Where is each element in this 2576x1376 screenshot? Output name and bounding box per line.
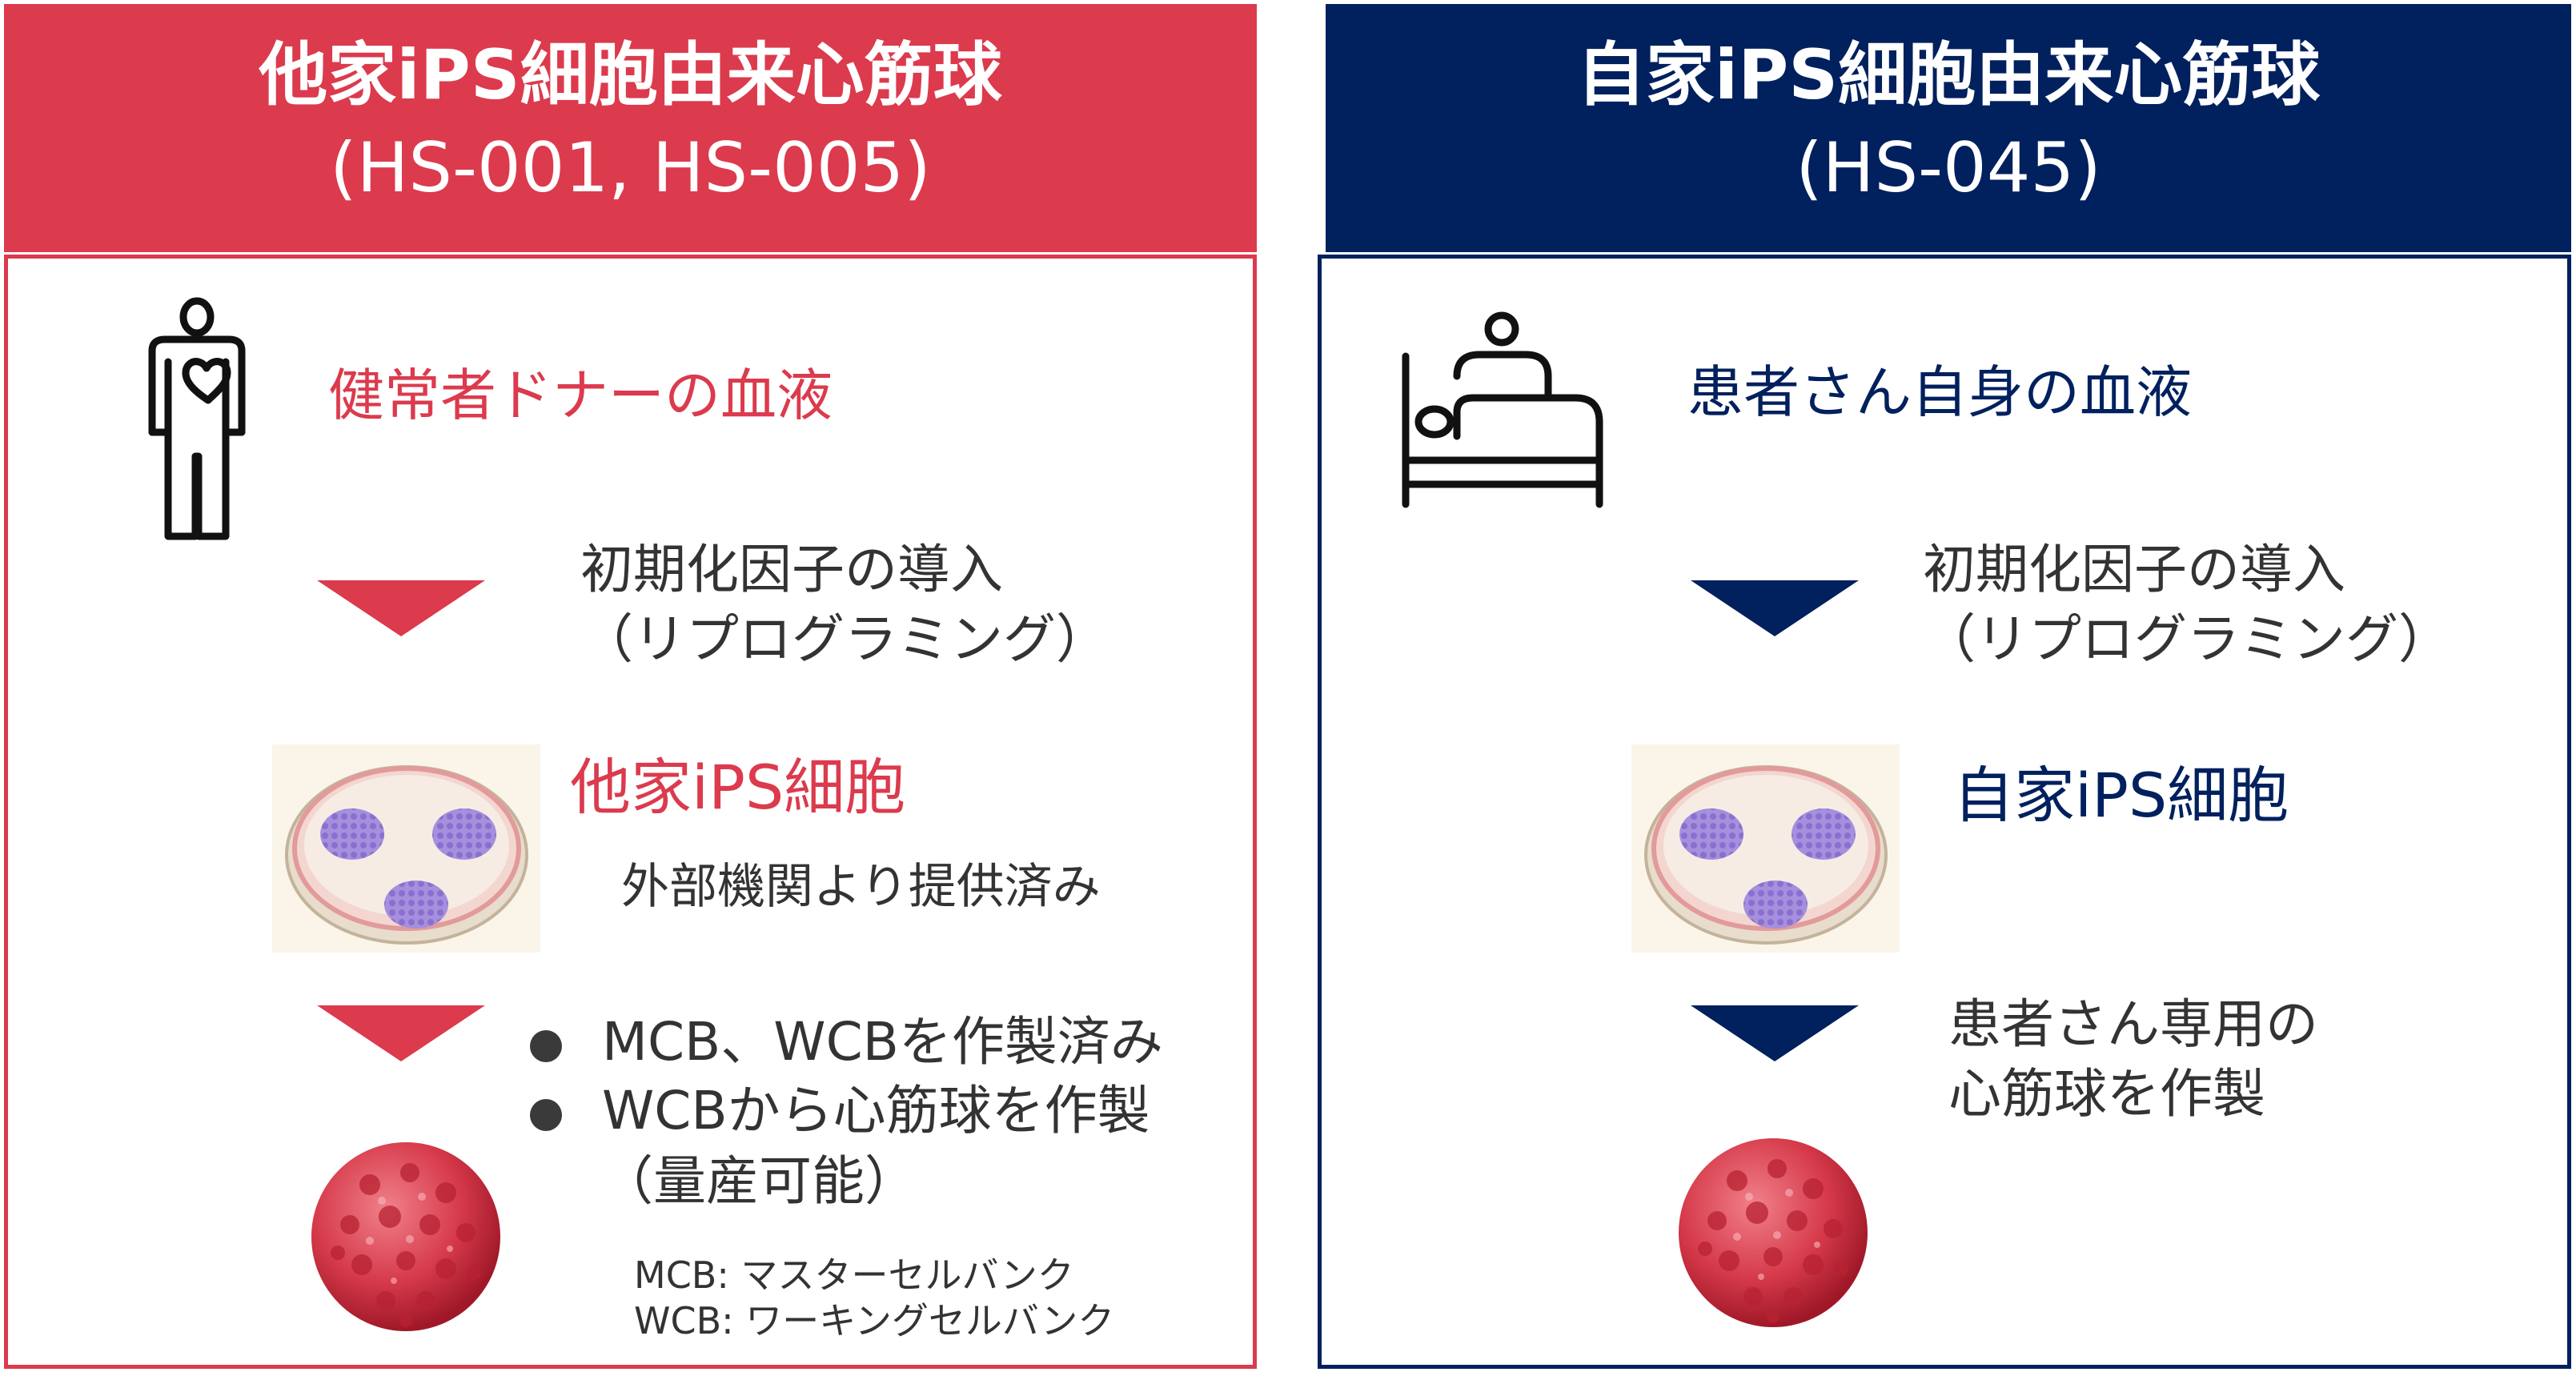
allogeneic-ips-label: 他家iPS細胞 [570,751,905,824]
autologous-header: 自家iPS細胞由来心筋球 (HS-045) [1326,4,2571,252]
reprogramming-line1: 初期化因子の導入 [1923,538,2451,601]
ips-cell-dish-icon [272,744,540,953]
footnote-wcb: WCB: ワーキングセルバンク [634,1299,1114,1343]
autologous-source-label: 患者さん自身の血液 [1687,359,2192,426]
bullet-mcb-wcb: MCB、WCBを作製済み [602,1010,1163,1073]
footnote-mcb: MCB: マスターセルバンク [634,1254,1074,1298]
patient-in-bed-icon [1399,308,1609,512]
allogeneic-subtitle: (HS-001, HS-005) [4,124,1257,212]
bullet-icon [530,1099,562,1131]
down-arrow-icon [317,1005,485,1061]
reprogramming-line1: 初期化因子の導入 [580,538,1109,601]
patient-specific-line1: 患者さん専用の [1948,993,2318,1056]
provided-externally-note: 外部機関より提供済み [621,858,1101,916]
healthy-donor-person-icon [144,296,256,544]
allogeneic-title: 他家iPS細胞由来心筋球 [4,31,1257,119]
allogeneic-source-label: 健常者ドナーの血液 [328,362,833,429]
autologous-subtitle: (HS-045) [1326,124,2571,212]
patient-specific-line2: 心筋球を作製 [1948,1062,2318,1125]
down-arrow-icon [1691,580,1859,636]
ips-cell-dish-icon [1631,744,1900,953]
down-arrow-icon [317,580,485,636]
mass-production-note: （量産可能） [600,1149,917,1213]
autologous-title: 自家iPS細胞由来心筋球 [1326,31,2571,119]
bullet-wcb-cardiac: WCBから心筋球を作製 [602,1079,1150,1142]
autologous-ips-label: 自家iPS細胞 [1953,759,2289,832]
cardiac-spheroid-icon [1673,1133,1873,1333]
reprogramming-line2: （リプログラミング） [580,608,1109,671]
bullet-icon [530,1030,562,1062]
reprogramming-line2: （リプログラミング） [1923,608,2451,671]
allogeneic-header: 他家iPS細胞由来心筋球 (HS-001, HS-005) [4,4,1257,252]
down-arrow-icon [1691,1005,1859,1061]
patient-specific-text: 患者さん専用の 心筋球を作製 [1948,993,2318,1125]
reprogramming-text: 初期化因子の導入 （リプログラミング） [1923,538,2451,671]
reprogramming-text: 初期化因子の導入 （リプログラミング） [580,538,1109,671]
cardiac-spheroid-icon [306,1137,506,1337]
